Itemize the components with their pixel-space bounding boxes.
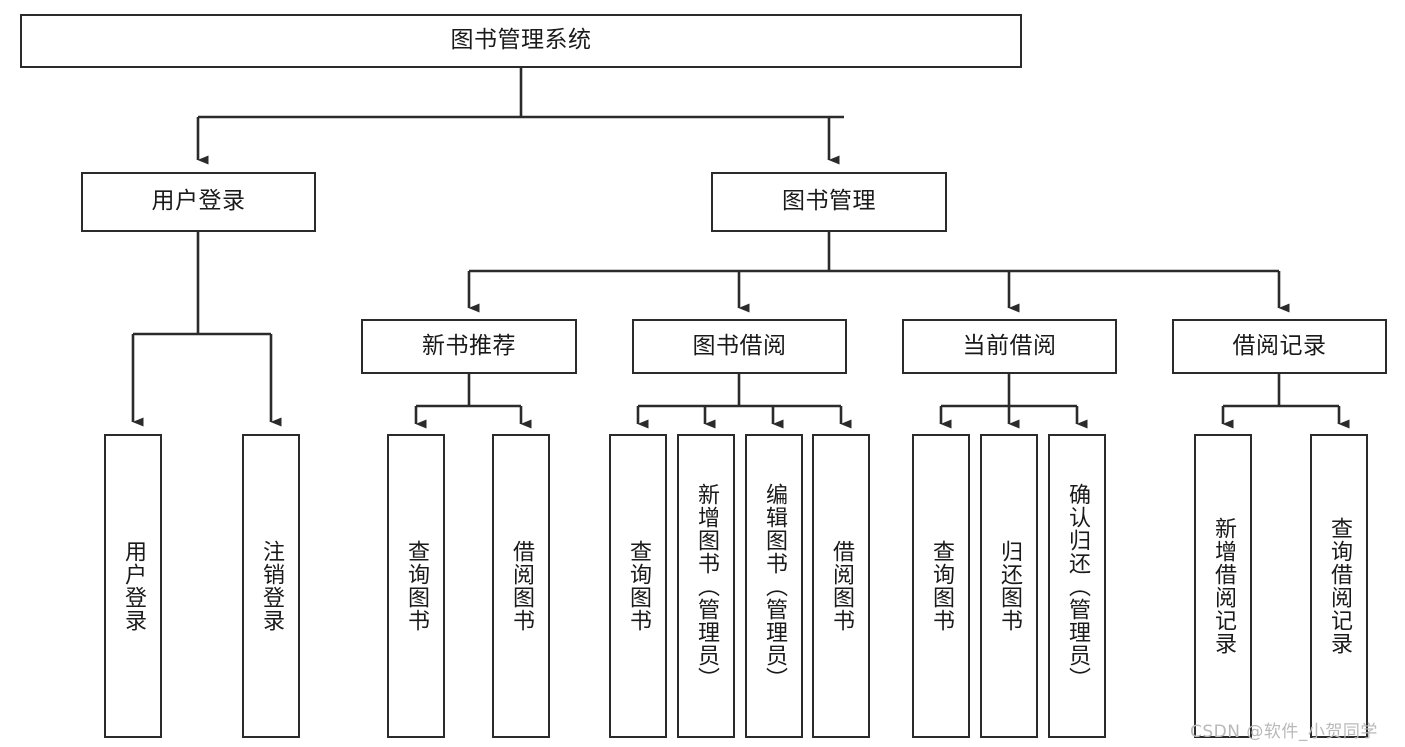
node-leaf-borrow-book-1[interactable]: 借阅图书 <box>492 434 550 738</box>
node-borrow-record-label: 借阅记录 <box>1232 332 1327 359</box>
node-current-borrow-label: 当前借阅 <box>962 332 1057 359</box>
node-leaf-borrow-book-2-label: 借阅图书 <box>828 540 854 632</box>
leaf-inner: 借阅图书 <box>814 436 868 736</box>
leaf-inner: 归还图书 <box>982 436 1036 736</box>
leaf-inner: 查询图书 <box>914 436 968 736</box>
node-leaf-query-book-3[interactable]: 查询图书 <box>912 434 970 738</box>
node-root[interactable]: 图书管理系统 <box>20 14 1022 68</box>
node-leaf-query-book-2-label: 查询图书 <box>625 540 651 632</box>
node-leaf-add-record[interactable]: 新增借阅记录 <box>1194 434 1252 738</box>
leaf-inner: 新增图书（管理员） <box>679 436 733 736</box>
node-book-borrow-label: 图书借阅 <box>692 332 787 359</box>
csdn-watermark: CSDN @软件_小贺同学 <box>1190 722 1378 742</box>
leaf-inner: 新增借阅记录 <box>1196 436 1250 736</box>
node-book-borrow[interactable]: 图书借阅 <box>632 319 847 374</box>
leaf-inner: 查询图书 <box>611 436 665 736</box>
leaf-inner: 查询图书 <box>389 436 443 736</box>
node-leaf-add-book[interactable]: 新增图书（管理员） <box>677 434 735 738</box>
node-book-management[interactable]: 图书管理 <box>711 172 947 232</box>
node-new-book-recommend[interactable]: 新书推荐 <box>361 319 577 374</box>
node-leaf-add-record-label: 新增借阅记录 <box>1210 517 1236 655</box>
node-leaf-logout[interactable]: 注销登录 <box>242 434 300 738</box>
node-current-borrow[interactable]: 当前借阅 <box>902 319 1117 374</box>
node-leaf-query-book-1[interactable]: 查询图书 <box>387 434 445 738</box>
node-leaf-edit-book[interactable]: 编辑图书（管理员） <box>745 434 803 738</box>
leaf-inner: 注销登录 <box>244 436 298 736</box>
node-user-login-label: 用户登录 <box>151 188 246 215</box>
node-leaf-query-record[interactable]: 查询借阅记录 <box>1310 434 1368 738</box>
leaf-inner: 查询借阅记录 <box>1312 436 1366 736</box>
node-leaf-query-book-2[interactable]: 查询图书 <box>609 434 667 738</box>
node-leaf-return-book-label: 归还图书 <box>996 540 1022 632</box>
leaf-inner: 编辑图书（管理员） <box>747 436 801 736</box>
node-leaf-query-book-3-label: 查询图书 <box>928 540 954 632</box>
node-leaf-user-login[interactable]: 用户登录 <box>104 434 162 738</box>
leaf-inner: 确认归还（管理员） <box>1050 436 1104 736</box>
node-leaf-logout-label: 注销登录 <box>258 540 284 632</box>
leaf-inner: 用户登录 <box>106 436 160 736</box>
node-leaf-query-book-1-label: 查询图书 <box>403 540 429 632</box>
leaf-inner: 借阅图书 <box>494 436 548 736</box>
node-new-book-recommend-label: 新书推荐 <box>422 332 516 359</box>
node-leaf-user-login-label: 用户登录 <box>120 540 146 632</box>
node-leaf-borrow-book-1-label: 借阅图书 <box>508 540 534 632</box>
node-leaf-edit-book-label: 编辑图书（管理员） <box>761 482 787 690</box>
node-borrow-record[interactable]: 借阅记录 <box>1172 319 1387 374</box>
node-leaf-query-record-label: 查询借阅记录 <box>1326 517 1352 655</box>
node-book-management-label: 图书管理 <box>782 188 876 215</box>
node-leaf-add-book-label: 新增图书（管理员） <box>693 482 719 690</box>
node-root-label: 图书管理系统 <box>450 27 592 54</box>
node-leaf-confirm-return[interactable]: 确认归还（管理员） <box>1048 434 1106 738</box>
node-user-login[interactable]: 用户登录 <box>81 172 316 232</box>
node-leaf-return-book[interactable]: 归还图书 <box>980 434 1038 738</box>
node-leaf-borrow-book-2[interactable]: 借阅图书 <box>812 434 870 738</box>
node-leaf-confirm-return-label: 确认归还（管理员） <box>1064 482 1090 690</box>
